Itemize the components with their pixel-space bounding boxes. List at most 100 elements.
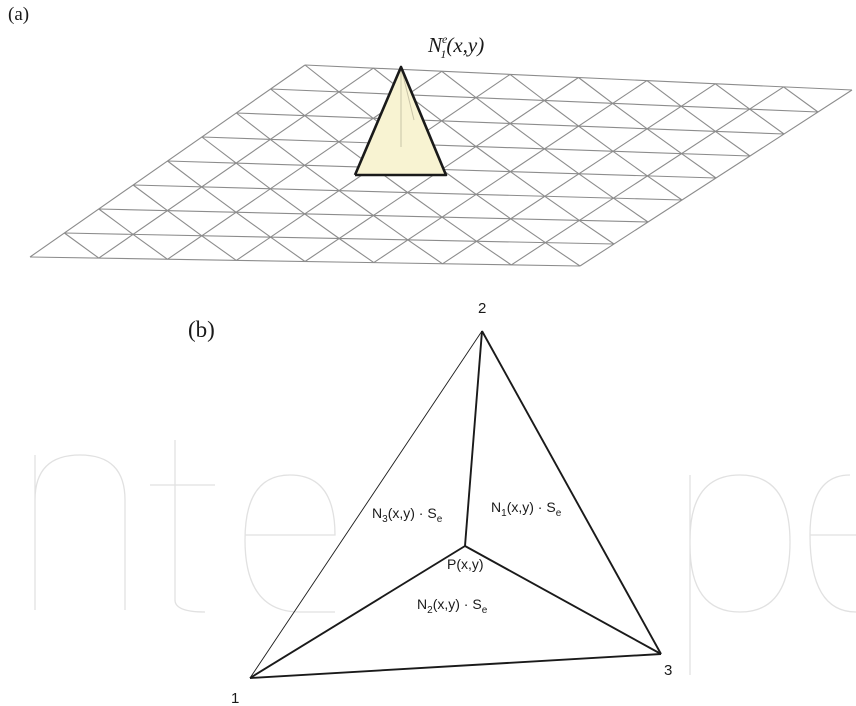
mesh-diagonal-line [441,169,477,195]
mesh-diagonal-line [612,102,648,130]
segment-p-to-3 [464,545,662,655]
mesh-diagonal-line [201,136,237,164]
edge-1-2 [249,330,483,679]
mesh-diagonal-line [543,100,579,127]
mesh-diagonal-line [613,197,649,223]
mesh-diagonal-line [64,232,100,259]
edge-1-3 [249,653,662,679]
mesh-diagonal-line [578,77,614,104]
mesh-diagonal-line [167,160,203,188]
area-n1-subscript: 1 [501,508,507,519]
mesh-diagonal-line [270,236,306,262]
watermark-letter-5 [809,474,856,613]
mesh-diagonal-line [373,215,409,241]
mesh-diagonal-line [304,213,340,239]
mesh-diagonal-line [509,73,545,101]
mesh-diagonal-line [715,130,751,157]
mesh-diagonal-line [269,188,306,215]
area-n2-rest: (x,y) · S [433,596,482,612]
mesh-diagonal-line [441,70,477,99]
mesh-diagonal-line [304,64,340,93]
pyramid-outline [353,65,448,177]
area-label-n2: N2(x,y) · Se [417,596,488,616]
mesh-diagonal-line [270,138,305,166]
mesh-diagonal-line [680,105,716,132]
area-n2-base: N [417,596,427,612]
triangle-element [249,330,662,679]
mesh-diagonal-line [235,211,271,238]
mesh-diagonal-line [167,210,203,237]
area-n3-base: N [372,505,382,521]
mesh-diagonal-line [132,233,168,260]
shape-function-subscript: 1 [440,47,446,61]
watermark-letter-2 [150,440,215,613]
area-label-n1: N1(x,y) · Se [491,499,562,519]
area-n3-subscript: 3 [382,514,388,525]
mesh-diagonal-line [714,83,750,110]
mesh-diagonal-line [98,208,134,235]
mesh-diagonal-line [647,175,683,201]
mesh-diagonal-line [510,218,546,244]
mesh-diagonal-line [578,219,615,245]
segment-p-to-2 [464,330,483,547]
mesh-diagonal-line [407,192,443,218]
panel-a-label: (a) [8,4,29,25]
mesh-diagonal-line [201,235,237,261]
panel-b-label: (b) [188,317,215,342]
shape-function-pyramid [353,65,448,177]
mesh-diagonal-line [235,162,271,190]
vertex-label-3: 3 [664,662,672,679]
mesh-diagonal-line [304,164,340,192]
watermark-letter-4 [689,474,791,675]
mesh-diagonal-line [304,115,340,143]
mesh-diagonal-line [407,239,443,265]
mesh-diagonal-line [544,242,581,267]
mesh-diagonal-line [132,184,168,212]
mesh-diagonal-line [475,146,511,173]
vertex-label-1: 1 [231,690,239,706]
mesh-diagonal-line [783,86,819,113]
mesh-diagonal-line [646,128,682,155]
area-n1-rest: (x,y) · S [507,499,556,515]
point-p-label: P(x,y) [447,556,484,572]
mesh-diagonal-line [681,153,717,179]
vertex-label-2: 2 [478,300,486,317]
area-label-n3: N3(x,y) · Se [372,505,443,525]
mesh-diagonal-line [441,120,477,147]
area-n3-rest: (x,y) · S [388,505,437,521]
mesh-diagonal-line [270,88,306,117]
area-n1-base: N [491,499,501,515]
mesh-diagonal-line [476,240,512,266]
segment-p-to-1 [249,545,466,679]
area-n2-subscript: 2 [427,605,433,616]
pyramid-inner-edge-2 [400,66,415,121]
watermark-letter-3 [244,474,336,613]
mesh-diagonal-line [612,150,648,177]
mesh-diagonal-line [509,123,545,150]
mesh-diagonal-line [475,97,511,124]
mesh-diagonal-line [475,193,512,220]
mesh-diagonal-line [235,112,271,140]
mesh-diagonal-line [338,190,374,216]
mesh-diagonal-line [544,148,580,175]
edge-2-3 [481,330,662,655]
shape-function-base: N [427,33,443,57]
mesh-diagonal-line [201,186,237,213]
watermark-letter-1 [34,454,126,610]
shape-function-superscript: e [442,32,448,46]
mesh-diagonal-line [338,238,375,264]
mesh-diagonal-line [646,80,682,107]
mesh-diagonal-line [441,216,477,242]
mesh-diagonal-line [578,173,614,199]
mesh-diagonal-line [544,195,580,221]
area-n1-subscript-e: e [556,508,562,519]
area-n3-subscript-e: e [437,514,443,525]
shape-function-args: (x,y) [446,33,484,57]
watermark [34,440,856,675]
mesh-diagonal-line [509,171,546,197]
mesh-diagonal-line [749,108,785,135]
area-n2-subscript-e: e [482,605,488,616]
mesh-diagonal-line [338,91,374,119]
